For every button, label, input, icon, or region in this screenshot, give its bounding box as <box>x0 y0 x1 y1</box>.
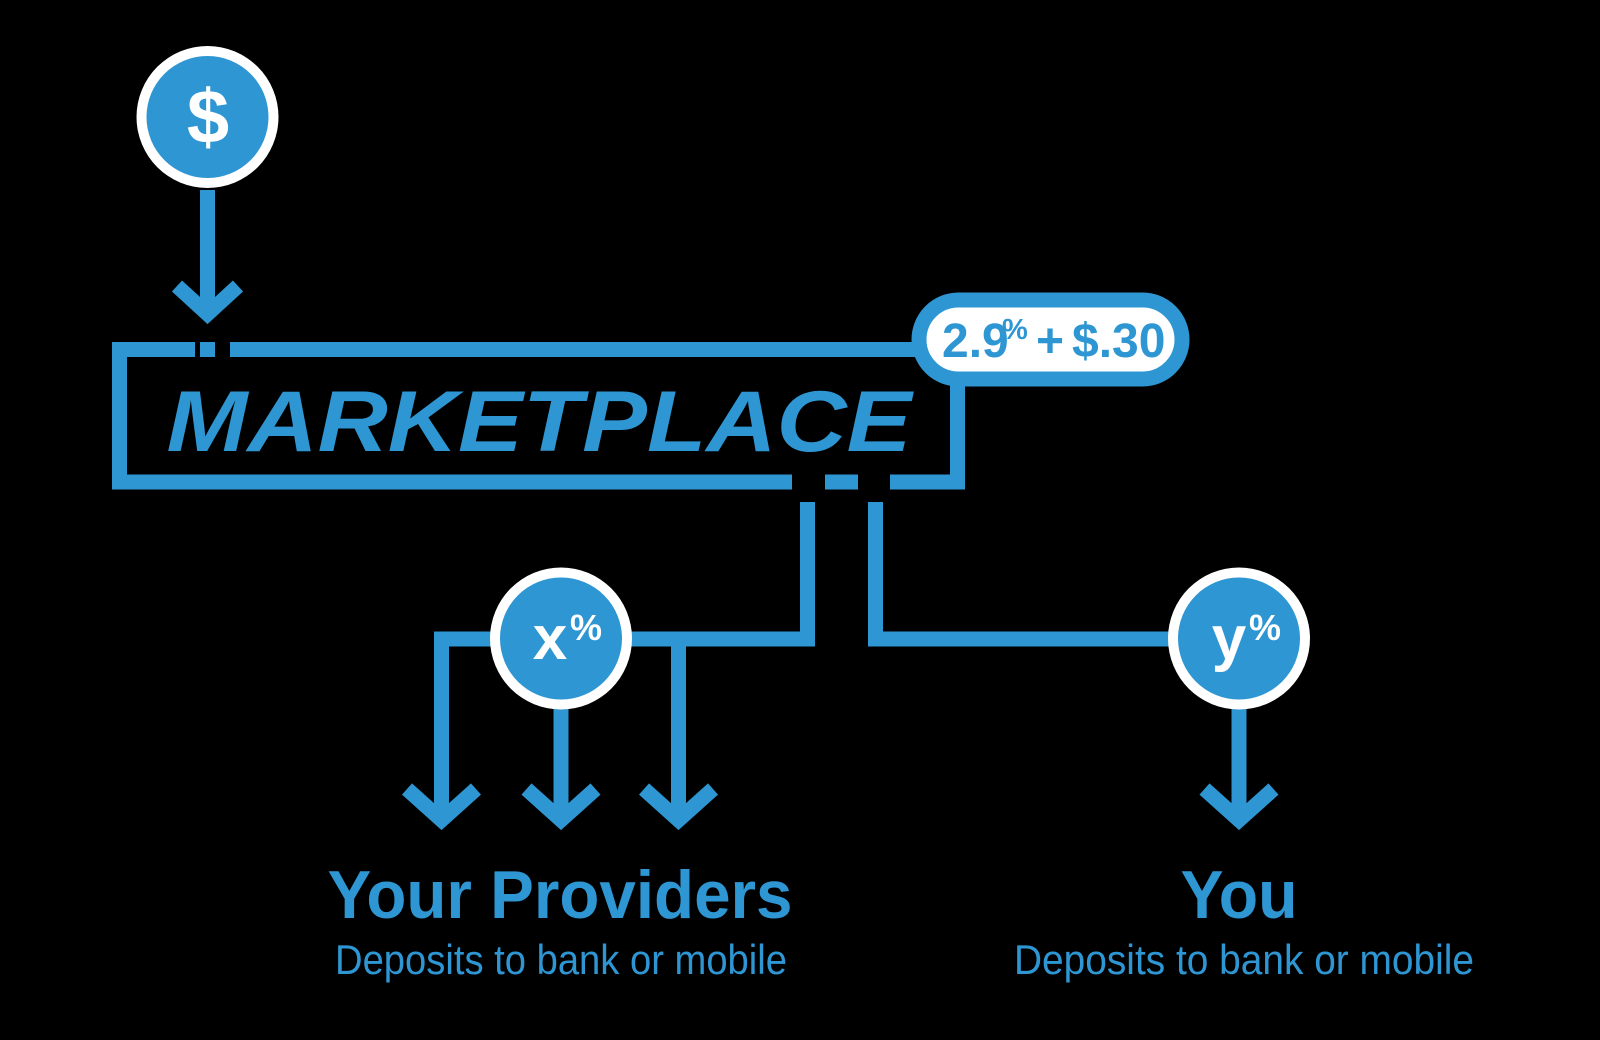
fee-badge-pill <box>911 292 1190 387</box>
you-split-node: y % <box>1168 567 1310 710</box>
providers-subtitle: Deposits to bank or mobile <box>335 936 787 983</box>
split-connectors <box>401 502 1279 831</box>
providers-arrowhead-middle-icon <box>521 783 601 831</box>
money-source-node: $ <box>136 46 279 188</box>
money-arrow <box>171 190 244 357</box>
providers-arrowhead-right-icon <box>638 783 719 831</box>
you-title: You <box>1181 857 1298 933</box>
providers-arrowhead-left-icon <box>401 783 482 831</box>
fee-plus: + <box>1036 315 1064 368</box>
money-circle <box>146 56 269 178</box>
fee-rate-percent: % <box>1002 314 1028 346</box>
marketplace-label: MARKETPLACE <box>167 374 915 470</box>
you-split-variable: y <box>1212 604 1247 673</box>
money-arrowhead-icon <box>171 280 244 325</box>
providers-split-node: x % <box>490 567 632 710</box>
you-arrowhead-icon <box>1199 783 1279 831</box>
providers-split-circle <box>500 577 622 700</box>
fee-rate: 2.9 <box>942 315 1009 368</box>
fee-badge-text: 2.9 % + $.30 <box>942 297 1165 368</box>
fee-fixed: $.30 <box>1072 315 1165 368</box>
providers-split-variable: x <box>533 604 568 673</box>
providers-title: Your Providers <box>328 857 793 933</box>
you-subtitle: Deposits to bank or mobile <box>1014 936 1474 983</box>
dollar-icon: $ <box>187 75 229 160</box>
providers-split-percent-icon: % <box>570 607 602 648</box>
you-split-circle <box>1178 577 1300 700</box>
fee-badge: 2.9 % + $.30 <box>911 292 1190 387</box>
you-connector <box>868 502 1239 647</box>
you-split-percent-icon: % <box>1249 607 1281 648</box>
